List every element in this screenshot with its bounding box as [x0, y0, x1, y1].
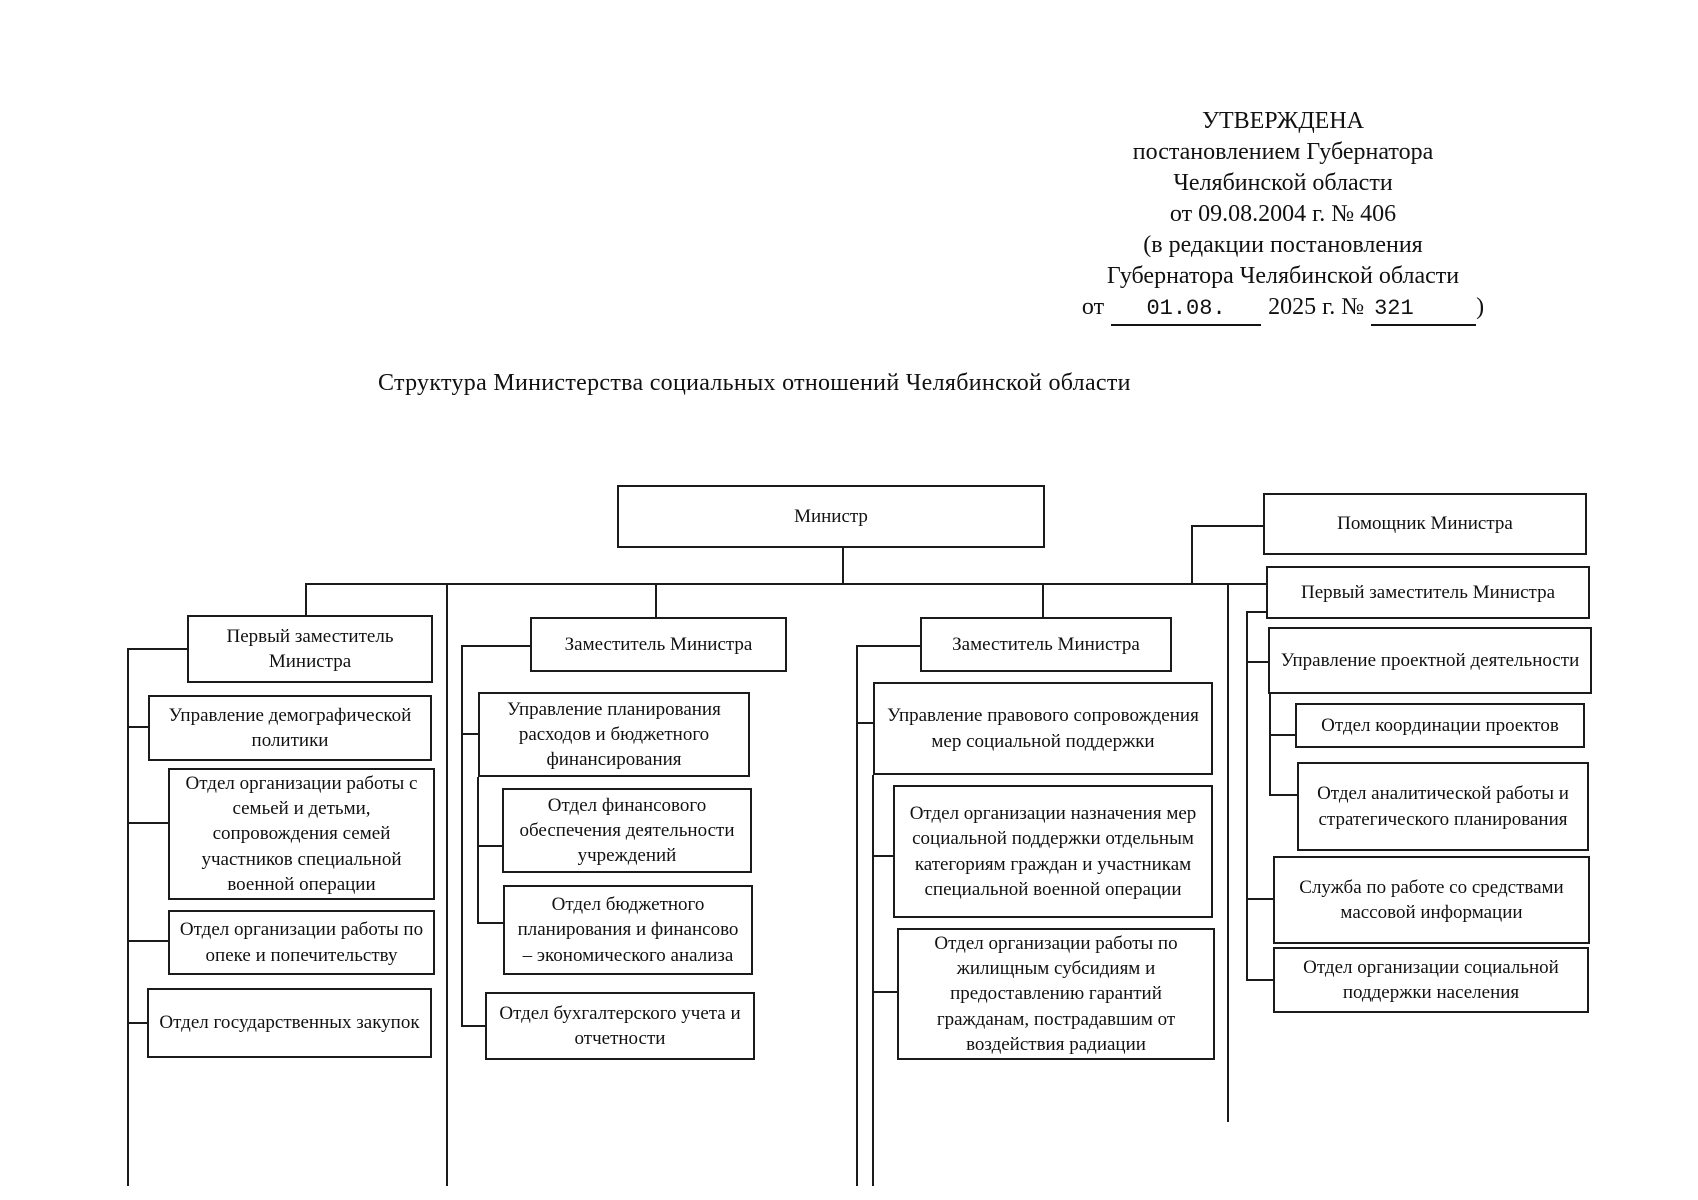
connector-line	[305, 583, 307, 617]
document-title: Структура Министерства социальных отноше…	[378, 370, 1131, 396]
state-procurement-dept-box: Отдел государственных закупок	[147, 988, 432, 1058]
connector-line	[1246, 611, 1248, 981]
connector-line	[856, 722, 875, 724]
approval-line: от 09.08.2004 г. № 406	[1169, 201, 1397, 227]
approval-middle: 2025 г. №	[1268, 294, 1365, 320]
connector-line	[842, 548, 844, 585]
approval-prefix: от	[1081, 294, 1105, 320]
connector-line	[1246, 898, 1275, 900]
approval-line: Губернатора Челябинской области	[1106, 263, 1460, 289]
connector-line	[127, 726, 150, 728]
connector-line	[1227, 583, 1229, 1122]
connector-line	[461, 1025, 487, 1027]
connector-line	[127, 648, 129, 1186]
demographic-policy-dept-box: Управление демографической политики	[148, 695, 432, 761]
social-assignment-dept-box: Отдел организации назначения мер социаль…	[893, 785, 1213, 918]
connector-line	[1191, 525, 1193, 585]
connector-line	[872, 775, 874, 1186]
connector-line	[446, 583, 448, 1186]
connector-line	[872, 855, 895, 857]
approval-line: (в редакции постановления	[1143, 232, 1423, 258]
approval-line: постановлением Губернатора	[1132, 139, 1434, 165]
connector-line	[461, 733, 480, 735]
first-deputy-minister-2-box: Первый заместитель Министра	[1266, 566, 1590, 619]
connector-line	[1269, 794, 1299, 796]
connector-line	[477, 845, 504, 847]
connector-line	[655, 583, 657, 619]
deputy-minister-finance-box: Заместитель Министра	[530, 617, 787, 672]
connector-line	[127, 940, 170, 942]
connector-line	[477, 777, 479, 924]
connector-line	[305, 583, 1268, 585]
connector-line	[477, 922, 505, 924]
connector-line	[127, 648, 189, 650]
connector-line	[1042, 583, 1044, 619]
deputy-minister-legal-box: Заместитель Министра	[920, 617, 1172, 672]
minister-box: Министр	[617, 485, 1045, 548]
minister-assistant-box: Помощник Министра	[1263, 493, 1587, 555]
project-coordination-dept-box: Отдел координации проектов	[1295, 703, 1585, 748]
housing-subsidies-dept-box: Отдел организации работы по жилищным суб…	[897, 928, 1215, 1060]
legal-support-directorate-box: Управление правового сопровождения мер с…	[873, 682, 1213, 775]
approval-number-value: 321	[1374, 296, 1414, 321]
approval-number-blank: 321	[1371, 292, 1477, 326]
connector-line	[856, 645, 922, 647]
connector-line	[461, 645, 463, 1027]
connector-line	[1246, 979, 1275, 981]
connector-line	[856, 645, 858, 1186]
financial-support-dept-box: Отдел финансового обеспечения деятельнос…	[502, 788, 752, 873]
expenditure-planning-directorate-box: Управление планирования расходов и бюдже…	[478, 692, 750, 777]
connector-line	[1191, 525, 1265, 527]
analytics-dept-box: Отдел аналитической работы и стратегичес…	[1297, 762, 1589, 851]
accounting-dept-box: Отдел бухгалтерского учета и отчетности	[485, 992, 755, 1060]
connector-line	[127, 822, 170, 824]
family-children-svo-dept-box: Отдел организации работы с семьей и деть…	[168, 768, 435, 900]
approval-line: Челябинской области	[1173, 170, 1393, 196]
connector-line	[1269, 694, 1271, 796]
approval-line: УТВЕРЖДЕНА	[1201, 108, 1365, 134]
first-deputy-minister-box: Первый заместитель Министра	[187, 615, 433, 683]
project-directorate-box: Управление проектной деятельности	[1268, 627, 1592, 694]
social-support-dept-box: Отдел организации социальной поддержки н…	[1273, 947, 1589, 1013]
media-service-box: Служба по работе со средствами массовой …	[1273, 856, 1590, 944]
connector-line	[127, 1022, 149, 1024]
approval-stamp: УТВЕРЖДЕНА постановлением Губернатора Че…	[1078, 106, 1488, 326]
approval-date-value: 01.08.	[1146, 296, 1226, 321]
approval-fill-line: от 01.08. 2025 г. № 321)	[1078, 292, 1488, 326]
connector-line	[1246, 661, 1270, 663]
connector-line	[1246, 611, 1268, 613]
connector-line	[872, 991, 899, 993]
approval-date-blank: 01.08.	[1111, 292, 1262, 326]
approval-close-paren: )	[1476, 294, 1485, 320]
connector-line	[461, 645, 532, 647]
guardianship-dept-box: Отдел организации работы по опеке и попе…	[168, 910, 435, 975]
connector-line	[1269, 734, 1297, 736]
budget-analysis-dept-box: Отдел бюджетного планирования и финансов…	[503, 885, 753, 975]
